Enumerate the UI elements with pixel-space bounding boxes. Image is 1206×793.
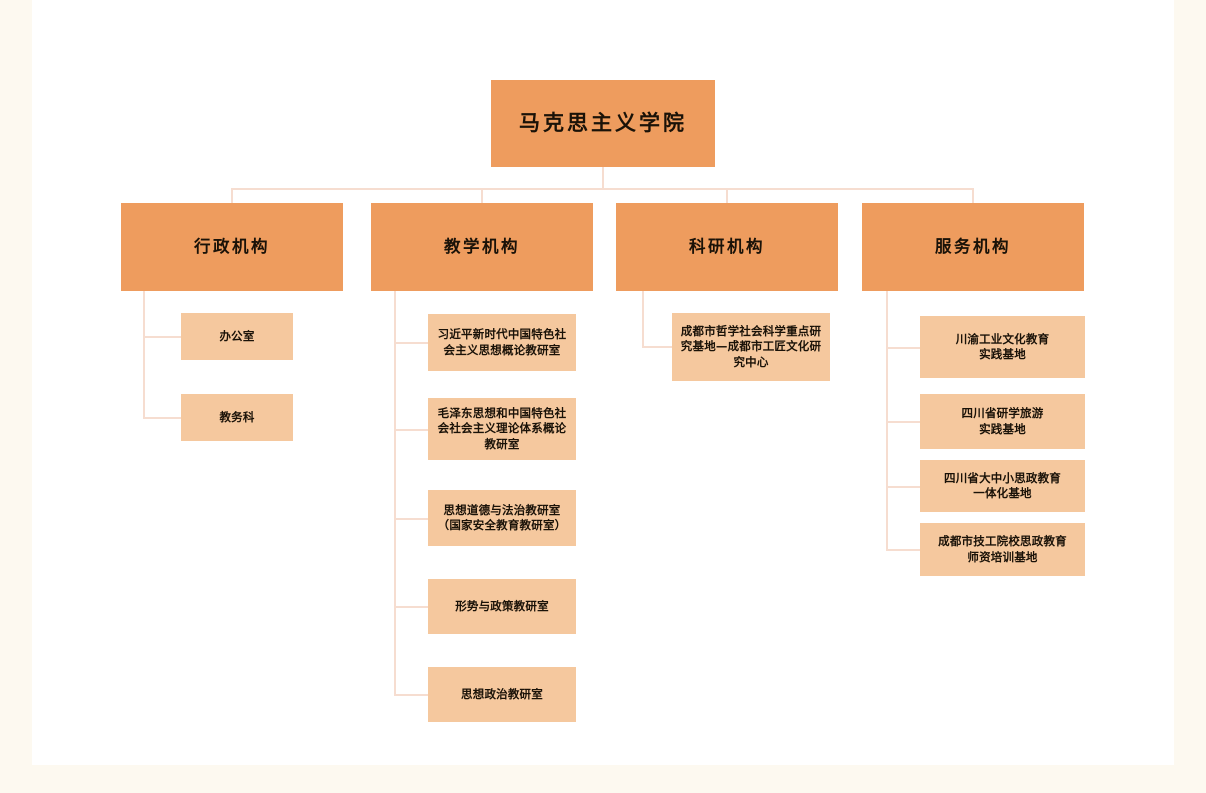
node-branch-administrative[interactable]: 行政机构 — [121, 203, 343, 291]
node-branch-teaching[interactable]: 教学机构 — [371, 203, 593, 291]
node-leaf-service-2-label: 四川省大中小思政教育 一体化基地 — [944, 470, 1061, 500]
node-leaf-teaching-1[interactable]: 毛泽东思想和中国特色社 会社会主义理论体系概论 教研室 — [428, 398, 576, 460]
connector-drop-teaching — [481, 188, 483, 203]
node-leaf-teaching-2[interactable]: 思想道德与法治教研室 （国家安全教育教研室） — [428, 490, 576, 546]
node-leaf-teaching-3-label: 形势与政策教研室 — [455, 598, 549, 613]
connector-stub-administrative-1 — [143, 417, 181, 419]
node-leaf-administrative-1[interactable]: 教务科 — [181, 394, 293, 441]
node-branch-research-label: 科研机构 — [689, 237, 765, 257]
node-leaf-teaching-3[interactable]: 形势与政策教研室 — [428, 579, 576, 634]
connector-stub-service-0 — [886, 347, 920, 349]
node-root[interactable]: 马克思主义学院 — [491, 80, 715, 167]
node-branch-service-label: 服务机构 — [935, 237, 1011, 257]
node-leaf-service-2[interactable]: 四川省大中小思政教育 一体化基地 — [920, 460, 1085, 512]
connector-drop-service — [972, 188, 974, 203]
connector-stub-research-0 — [642, 346, 672, 348]
connector-spine-administrative — [143, 291, 145, 419]
node-leaf-service-1[interactable]: 四川省研学旅游 实践基地 — [920, 394, 1085, 449]
connector-branch-bus — [231, 188, 973, 190]
node-leaf-research-0[interactable]: 成都市哲学社会科学重点研 究基地—成都市工匠文化研 究中心 — [672, 313, 830, 381]
connector-stub-teaching-4 — [394, 694, 428, 696]
node-leaf-administrative-0-label: 办公室 — [219, 328, 255, 343]
connector-stub-teaching-3 — [394, 606, 428, 608]
connector-spine-research — [642, 291, 644, 347]
connector-stub-service-1 — [886, 421, 920, 423]
node-leaf-research-0-label: 成都市哲学社会科学重点研 究基地—成都市工匠文化研 究中心 — [680, 324, 822, 369]
connector-stub-teaching-1 — [394, 429, 428, 431]
node-leaf-service-3-label: 成都市技工院校思政教育 师资培训基地 — [938, 534, 1067, 564]
node-leaf-teaching-2-label: 思想道德与法治教研室 （国家安全教育教研室） — [437, 502, 567, 532]
connector-stub-teaching-0 — [394, 342, 428, 344]
connector-stub-service-2 — [886, 486, 920, 488]
connector-root-stem — [602, 167, 604, 189]
node-leaf-teaching-4[interactable]: 思想政治教研室 — [428, 667, 576, 722]
node-root-label: 马克思主义学院 — [519, 110, 687, 135]
node-leaf-teaching-0-label: 习近平新时代中国特色社 会主义思想概论教研室 — [437, 327, 567, 357]
node-leaf-service-3[interactable]: 成都市技工院校思政教育 师资培训基地 — [920, 523, 1085, 576]
connector-stub-service-3 — [886, 549, 920, 551]
node-leaf-teaching-0[interactable]: 习近平新时代中国特色社 会主义思想概论教研室 — [428, 314, 576, 371]
node-branch-research[interactable]: 科研机构 — [616, 203, 838, 291]
node-leaf-administrative-0[interactable]: 办公室 — [181, 313, 293, 360]
connector-stub-teaching-2 — [394, 518, 428, 520]
node-leaf-administrative-1-label: 教务科 — [219, 409, 255, 424]
connector-spine-teaching — [394, 291, 396, 695]
node-leaf-service-0[interactable]: 川渝工业文化教育 实践基地 — [920, 316, 1085, 378]
node-leaf-service-0-label: 川渝工业文化教育 实践基地 — [955, 331, 1050, 361]
node-branch-teaching-label: 教学机构 — [444, 237, 520, 257]
node-leaf-teaching-1-label: 毛泽东思想和中国特色社 会社会主义理论体系概论 教研室 — [437, 406, 567, 451]
connector-drop-research — [726, 188, 728, 203]
connector-drop-administrative — [231, 188, 233, 203]
connector-spine-service — [886, 291, 888, 550]
node-leaf-teaching-4-label: 思想政治教研室 — [461, 686, 543, 701]
connector-stub-administrative-0 — [143, 336, 181, 338]
node-leaf-service-1-label: 四川省研学旅游 实践基地 — [961, 406, 1044, 436]
node-branch-administrative-label: 行政机构 — [194, 237, 270, 257]
node-branch-service[interactable]: 服务机构 — [862, 203, 1084, 291]
